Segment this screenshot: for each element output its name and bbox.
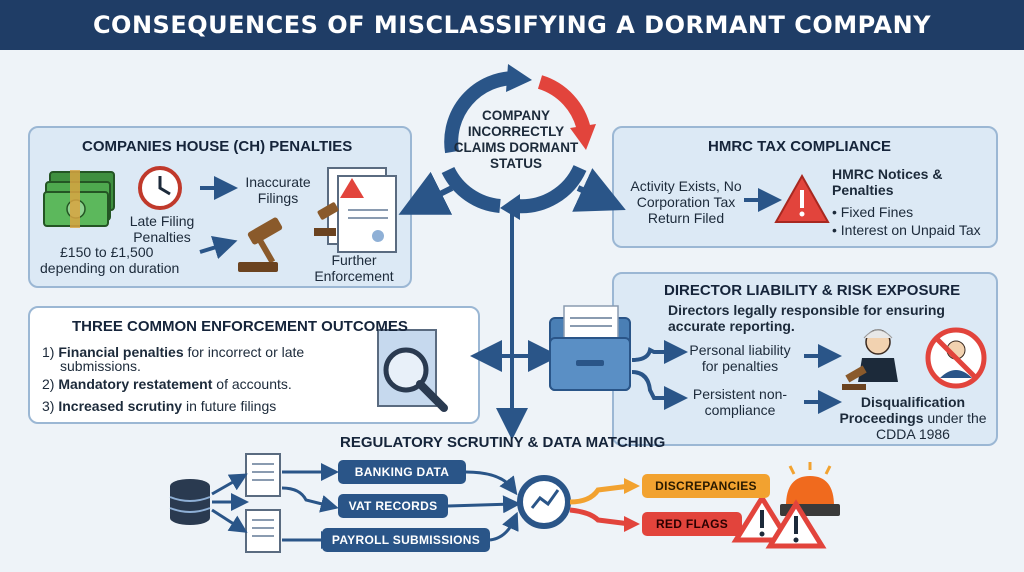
clock-icon [138,166,182,210]
outcome-1-num: 1) [42,344,55,360]
outcome-2-num: 2) [42,376,55,392]
persistent-label: Persistent non-compliance [692,386,788,418]
page-title: CONSEQUENCES OF MISCLASSIFYING A DORMANT… [92,11,932,39]
vat-records-pill: VAT RECORDS [338,494,448,518]
analytics-icon [517,475,571,529]
penalty-note: depending on duration [40,260,180,276]
outcome-1-rest2: submissions. [60,358,141,374]
no-person-icon [925,327,987,389]
warning-icon [765,499,827,549]
ch-panel-title: COMPANIES HOUSE (CH) PENALTIES [82,138,353,155]
red-flags-pill: RED FLAGS [642,512,742,536]
money-icon [43,170,115,228]
title-banner: CONSEQUENCES OF MISCLASSIFYING A DORMANT… [0,0,1024,50]
warning-icon [774,173,830,223]
outcome-1-cont: submissions. [60,358,141,374]
disqualification-rest: under the CDDA 1986 [876,410,987,442]
personal-liability-label: Personal liability for penalties [689,342,791,374]
disqualification-label: Disqualification Proceedings under the C… [838,394,988,442]
outcome-3-num: 3) [42,398,55,414]
outcome-3-rest: in future filings [182,398,277,414]
database-icon [169,479,211,525]
inaccurate-filings-label: Inaccurate Filings [245,174,311,206]
outcomes-panel-title: THREE COMMON ENFORCEMENT OUTCOMES [72,318,408,335]
magnifier-icon [377,329,448,412]
payroll-pill: PAYROLL SUBMISSIONS [322,528,490,552]
penalty-range: £150 to £1,500 [60,244,154,260]
judge-icon [842,329,898,390]
outcome-3-bold: Increased scrutiny [58,398,183,414]
hmrc-bullet-2: • Interest on Unpaid Tax [832,222,981,238]
outcome-2-bold: Mandatory restatement [58,376,213,392]
hmrc-notices-label: HMRC Notices & Penalties [832,166,943,198]
director-panel-title: DIRECTOR LIABILITY & RISK EXPOSURE [664,282,961,299]
document-warning-icon [327,167,397,253]
further-enforcement-label: Further Enforcement [314,252,394,284]
hmrc-panel-title: HMRC TAX COMPLIANCE [708,138,892,155]
outcome-1-bold: Financial penalties [58,344,184,360]
outcome-1: 1) Financial penalties for incorrect or … [42,344,304,360]
folder-icon [549,305,631,391]
disqualification-bold: Disqualification Proceedings [839,394,966,426]
document-icon [245,453,281,497]
discrepancies-pill: DISCREPANCIES [642,474,770,498]
outcome-2: 2) Mandatory restatement of accounts. [42,376,292,392]
activity-exists-label: Activity Exists, No Corporation Tax Retu… [630,178,742,226]
late-filing-label: Late Filing Penalties [129,213,195,245]
regulatory-title: REGULATORY SCRUTINY & DATA MATCHING [340,434,666,451]
gavel-icon [238,217,283,272]
document-icon [245,509,281,553]
warning-icon [731,493,793,543]
center-label: COMPANY INCORRECTLY CLAIMS DORMANT STATU… [453,108,579,171]
gavel-icon [314,202,339,236]
banking-data-pill: BANKING DATA [338,460,466,484]
outcome-3: 3) Increased scrutiny in future filings [42,398,276,414]
outcome-1-rest: for incorrect or late [183,344,305,360]
director-subtitle: Directors legally responsible for ensuri… [668,302,945,334]
outcome-2-rest: of accounts. [212,376,292,392]
hmrc-bullet-1: • Fixed Fines [832,204,914,220]
siren-icon [780,462,840,516]
